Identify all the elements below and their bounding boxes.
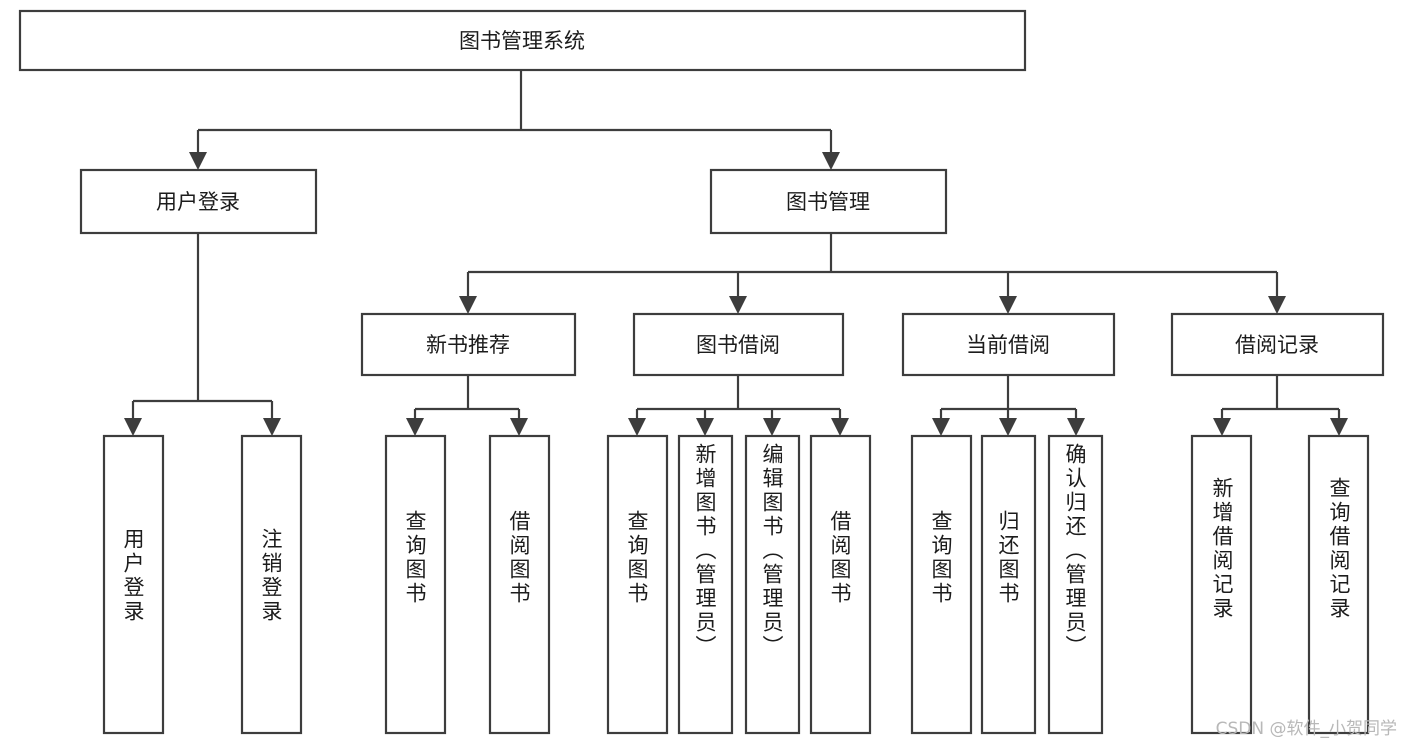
node-box-leaf-borrow-book-a[interactable]	[488, 434, 551, 735]
node-box-leaf-query-book-a[interactable]	[384, 434, 447, 735]
node-box-leaf-return-book[interactable]	[980, 434, 1037, 735]
node-box-leaf-add-book[interactable]	[677, 434, 734, 735]
connector-user-login-to-leaves	[124, 233, 281, 436]
node-box-root[interactable]	[18, 9, 1027, 72]
connector-borrow-record-to-leaves	[1213, 375, 1348, 436]
node-box-leaf-query-record[interactable]	[1307, 434, 1370, 735]
node-label-book-manage: 图书管理	[786, 190, 870, 214]
node-label-current-borrow: 当前借阅	[966, 333, 1050, 357]
connector-root-to-level1	[189, 70, 840, 170]
node-box-leaf-edit-book[interactable]	[744, 434, 801, 735]
node-box-leaf-user-logout[interactable]	[240, 434, 303, 735]
connector-current-borrow-to-leaves	[932, 375, 1085, 436]
node-label-book-borrow: 图书借阅	[696, 333, 780, 357]
node-box-leaf-query-book-b[interactable]	[606, 434, 669, 735]
node-label-user-login: 用户登录	[156, 190, 240, 214]
node-box-book-borrow[interactable]	[632, 312, 845, 377]
node-box-leaf-add-record[interactable]	[1190, 434, 1253, 735]
node-label-root: 图书管理系统	[459, 29, 585, 53]
node-box-borrow-record[interactable]	[1170, 312, 1385, 377]
node-box-leaf-borrow-book-b[interactable]	[809, 434, 872, 735]
node-label-new-book-rec: 新书推荐	[426, 333, 510, 357]
node-box-user-login[interactable]	[79, 168, 318, 235]
node-box-book-manage[interactable]	[709, 168, 948, 235]
node-box-new-book-rec[interactable]	[360, 312, 577, 377]
node-box-leaf-confirm-return[interactable]	[1047, 434, 1104, 735]
csdn-watermark: CSDN @软件_小贺同学	[1215, 719, 1397, 739]
connector-book-borrow-to-leaves	[628, 375, 849, 436]
node-box-leaf-user-login[interactable]	[102, 434, 165, 735]
connector-new-book-rec-to-leaves	[406, 375, 528, 436]
connector-book-manage-to-level2	[459, 233, 1286, 314]
node-label-borrow-record: 借阅记录	[1235, 333, 1319, 357]
node-box-leaf-query-book-c[interactable]	[910, 434, 973, 735]
node-box-current-borrow[interactable]	[901, 312, 1116, 377]
